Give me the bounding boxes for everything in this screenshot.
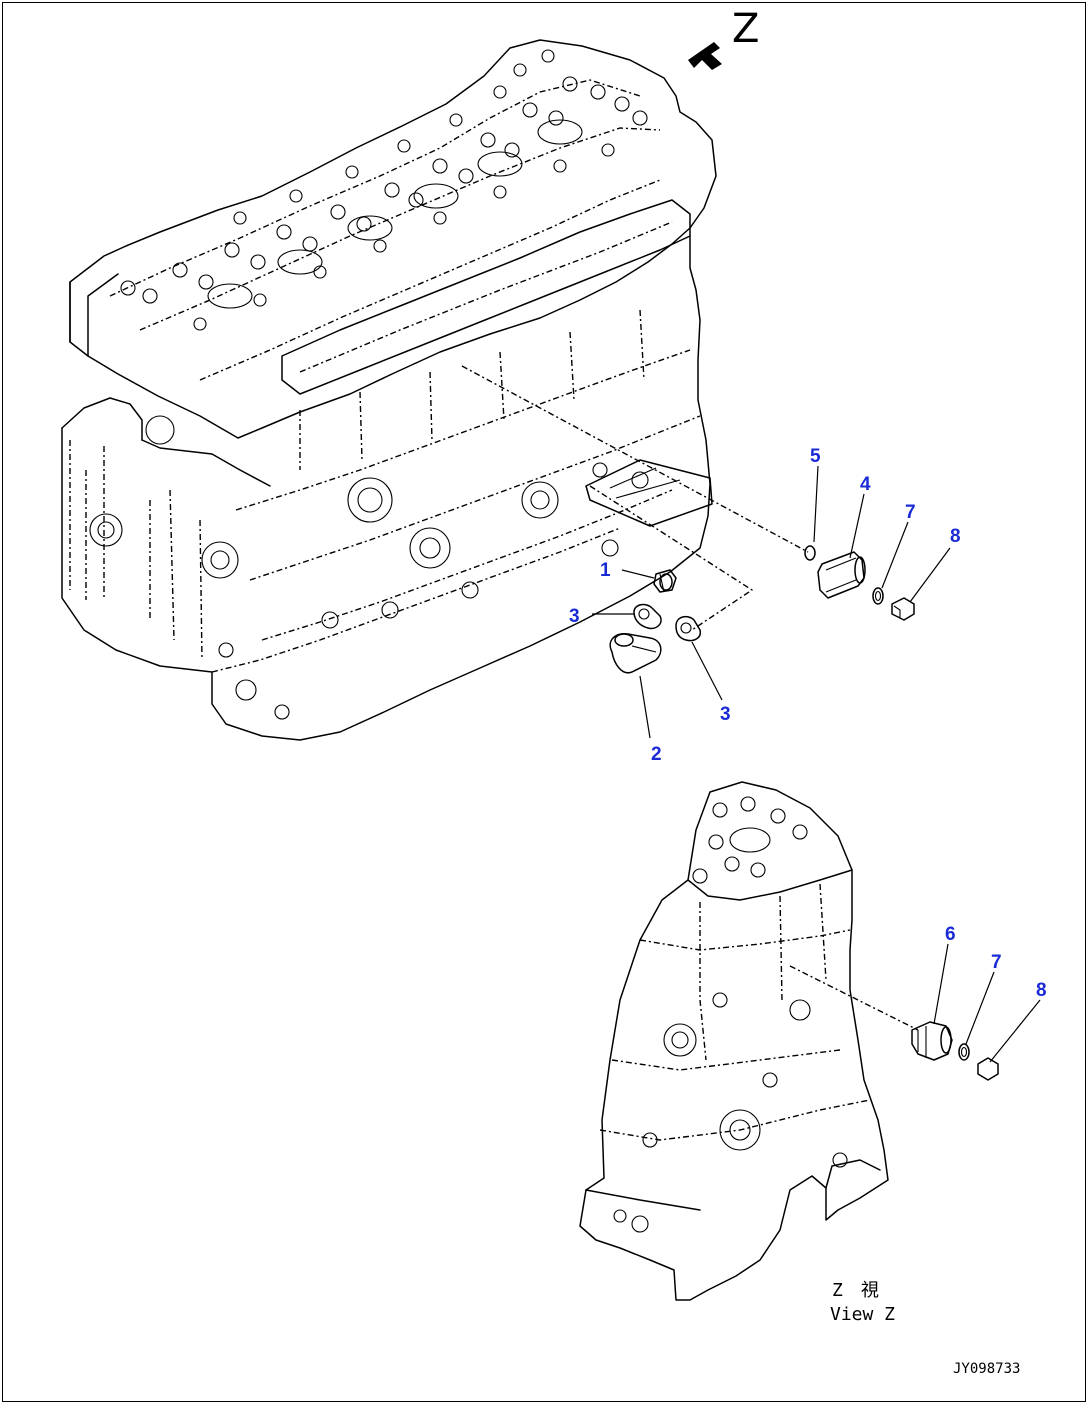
callout-8-view-z: 8 [1036,980,1047,1001]
callout-1: 1 [600,560,611,581]
assembly-line-3 [589,485,753,631]
callout-4: 4 [860,474,871,495]
assembly-line-6 [789,965,919,1031]
callout-5: 5 [810,446,821,467]
part-1-fitting [653,569,677,593]
part-7-o-ring [872,587,884,605]
callout-7-view-z: 7 [991,952,1002,973]
view-caption-jp: Z 視 [832,1280,879,1301]
assembly-line-4 [461,365,809,553]
part-8-plug [891,597,915,621]
part-7-o-ring-view-z [958,1043,970,1061]
part-4-adapter [817,551,866,599]
view-marker-letter: Z [732,6,759,52]
part-5-o-ring [804,545,816,561]
part-3-clamp-right [675,615,702,642]
callout-3-right: 3 [720,704,731,725]
engine-block-main [61,39,717,741]
view-caption-en: View Z [830,1304,895,1325]
drawing-code: JY098733 [953,1361,1020,1377]
callout-2: 2 [651,744,662,765]
callout-6: 6 [945,924,956,945]
callout-8-main: 8 [950,526,961,547]
part-2-hose-elbow [609,632,662,674]
callout-3-left: 3 [569,606,580,627]
leader-lines-main [592,465,951,739]
engine-block-view-z [579,781,889,1301]
leader-lines-view-z [933,943,1041,1063]
part-8-plug-view-z [977,1057,999,1081]
view-z-arrow-icon [688,42,722,70]
part-6-connector [911,1021,953,1061]
part-3-clamp-left [633,603,662,630]
callout-7-main: 7 [905,502,916,523]
